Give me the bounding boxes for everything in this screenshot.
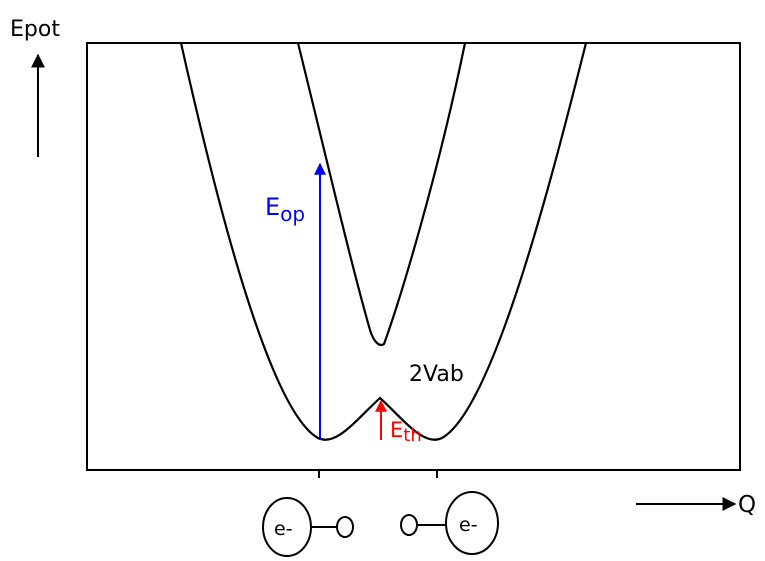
empty-site-small <box>336 516 354 538</box>
lower-potential-curve <box>179 43 588 441</box>
y-axis-label: Epot <box>10 17 60 42</box>
coupling-label: 2Vab <box>409 362 464 387</box>
electron-label: e- <box>459 514 478 536</box>
upper-potential-curve <box>296 43 467 347</box>
electron-label: e- <box>274 518 293 540</box>
molecule-right-localized: e- <box>400 491 499 555</box>
optical-energy-label: Eop <box>265 193 305 226</box>
empty-site-small <box>400 514 418 536</box>
molecule-left-localized: e- <box>262 497 354 557</box>
thermal-energy-label: Eth <box>390 418 422 446</box>
x-axis-label: Q <box>738 492 756 518</box>
electron-site-large <box>445 491 499 555</box>
plot-frame <box>86 42 741 471</box>
